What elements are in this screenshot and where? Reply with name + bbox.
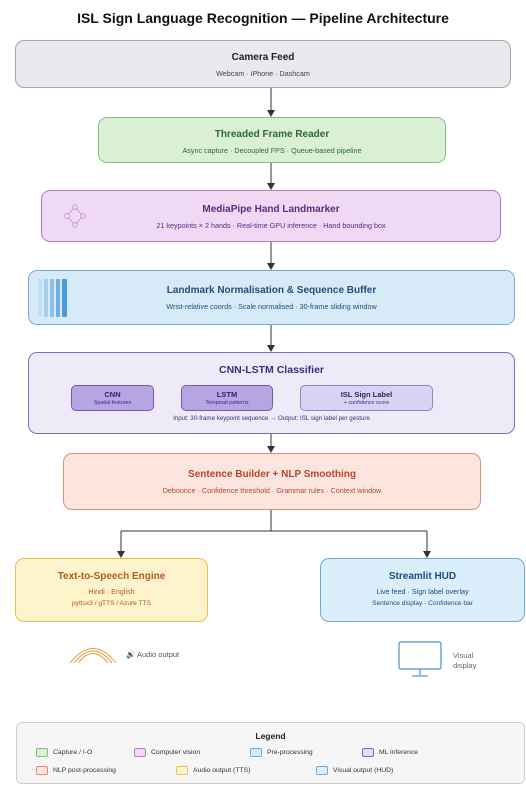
legend-swatch [316,766,328,775]
frame-reader-subtitle: Async capture · Decoupled FPS · Queue-ba… [182,146,362,155]
hud-detail: Sentence display · Confidence bar [372,600,473,607]
frame-reader-title: Threaded Frame Reader [214,129,330,140]
legend-label: Pre-processing [267,749,313,756]
lstm-block: LSTM Temporal patterns [181,385,273,411]
hud-node: Streamlit HUD Live feed · Sign label ove… [320,558,525,622]
hud-title: Streamlit HUD [388,571,457,582]
camera-feed-node: Camera Feed Webcam · iPhone · Dashcam [15,40,511,88]
diagram-title: ISL Sign Language Recognition — Pipeline… [77,10,449,26]
mediapipe-node: MediaPipe Hand Landmarker 21 keypoints ×… [41,190,501,242]
normalisation-node: Landmark Normalisation & Sequence Buffer… [28,270,515,325]
legend-swatch [134,748,146,757]
legend-item: NLP post-processing [36,766,116,775]
legend-swatch [36,766,48,775]
nlp-subtitle: Debounce · Confidence threshold · Gramma… [162,486,382,495]
legend-item: Visual output (HUD) [316,766,393,775]
nlp-title: Sentence Builder + NLP Smoothing [188,469,356,480]
lstm-subtitle: Temporal patterns [205,400,249,406]
visual-output-line1: Visual [453,651,474,660]
sign-label-subtitle: + confidence score [343,400,390,406]
legend-title: Legend [255,731,286,741]
legend-label: Computer vision [151,749,201,756]
nlp-node: Sentence Builder + NLP Smoothing Debounc… [63,453,481,510]
legend-item: ML inference [362,748,418,757]
cnn-subtitle: Spatial features [93,400,132,406]
hand-landmarks-icon [64,204,86,228]
hud-subtitle: Live feed · Sign label overlay [376,587,469,596]
legend-swatch [362,748,374,757]
legend-item: Capture / I-O [36,748,92,757]
tts-title: Text-to-Speech Engine [57,571,166,582]
cnn-block: CNN Spatial features [71,385,154,411]
camera-feed-title: Camera Feed [231,52,295,63]
mediapipe-subtitle: 21 keypoints × 2 hands · Real-time GPU i… [156,221,386,230]
legend-swatch [36,748,48,757]
sequence-bars-icon [38,279,67,317]
legend-item: Audio output (TTS) [176,766,250,775]
legend-label: Visual output (HUD) [333,767,394,774]
visual-output-label: Visual display [453,651,493,671]
monitor-icon [398,641,442,677]
legend-label: ML inference [379,749,419,756]
sign-label-block: ISL Sign Label + confidence score [300,385,433,411]
frame-reader-node: Threaded Frame Reader Async capture · De… [98,117,446,163]
classifier-io-note: Input: 30-frame keypoint sequence → Outp… [173,415,370,422]
classifier-title: CNN-LSTM Classifier [218,364,324,376]
tts-detail: pyttsx3 / gTTS / Azure TTS [71,600,152,607]
sound-arcs-icon [69,648,117,664]
normalisation-title: Landmark Normalisation & Sequence Buffer [166,285,377,296]
legend-swatch [176,766,188,775]
visual-output-line2: display [453,661,477,670]
normalisation-subtitle: Wrist-relative coords · Scale normalised… [166,302,377,311]
sign-label-title: ISL Sign Label [340,390,393,399]
lstm-title: LSTM [216,390,238,399]
legend-swatch [250,748,262,757]
legend-label: Audio output (TTS) [193,767,251,774]
legend-item: Pre-processing [250,748,313,757]
camera-feed-subtitle: Webcam · iPhone · Dashcam [216,69,310,78]
tts-subtitle: Hindi · English [88,587,135,596]
legend [16,722,525,784]
mediapipe-title: MediaPipe Hand Landmarker [202,204,340,215]
tts-node: Text-to-Speech Engine Hindi · English py… [15,558,208,622]
legend-label: NLP post-processing [53,767,116,774]
legend-item: Computer vision [134,748,200,757]
cnn-title: CNN [104,390,121,399]
legend-label: Capture / I-O [53,749,93,756]
audio-output-label: 🔊 Audio output [126,650,180,659]
